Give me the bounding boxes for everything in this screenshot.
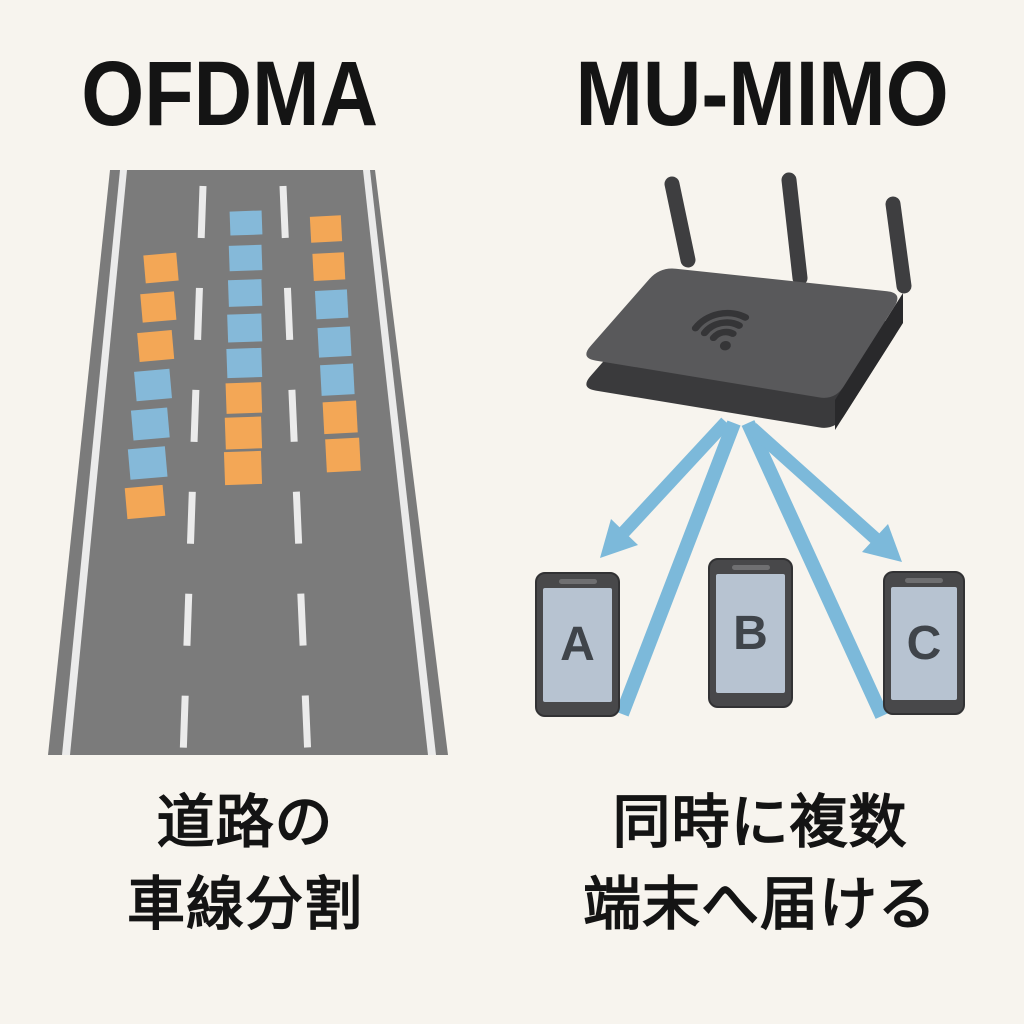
phone-label: A — [560, 618, 595, 671]
ofdma-title: OFDMA — [81, 43, 379, 145]
road-edge-line-right — [363, 170, 436, 755]
resource-square-blue — [134, 368, 172, 402]
resource-square-orange — [225, 382, 263, 414]
ofdma-caption: 道路の 車線分割 — [30, 782, 460, 947]
router-antennas — [664, 172, 912, 294]
router-side-face — [835, 293, 903, 430]
caption-line: 車線分割 — [126, 872, 363, 938]
resource-square-blue — [227, 313, 263, 343]
resource-square-orange — [325, 437, 361, 473]
phone-screen: B — [716, 574, 785, 693]
resource-square-orange — [312, 252, 346, 282]
signal-beams — [600, 417, 902, 719]
resource-square-blue — [320, 363, 355, 396]
beam-shaft-right-icon — [741, 420, 889, 719]
caption-line: 道路の — [156, 790, 334, 855]
phone-speaker — [558, 579, 597, 584]
resource-square-blue — [227, 279, 263, 307]
beam-arrowhead-a-icon — [600, 519, 638, 558]
wifi-icon — [691, 309, 750, 351]
caption-line: 端末へ届ける — [582, 872, 937, 938]
resource-square-orange — [224, 416, 263, 450]
beam-shaft-left-icon — [615, 420, 741, 717]
phone-speaker — [905, 578, 943, 583]
resource-square-blue — [228, 244, 263, 272]
resource-square-orange — [309, 215, 343, 243]
mu-mimo-title: MU-MIMO — [575, 43, 949, 145]
antenna-icon — [885, 196, 912, 294]
resource-square-blue — [317, 326, 352, 358]
phone-label: B — [733, 606, 768, 660]
resource-square-orange — [124, 484, 166, 520]
resource-square-orange — [137, 330, 175, 362]
antenna-icon — [664, 176, 696, 268]
phone-a: A — [535, 572, 620, 717]
caption-line: 同時に複数 — [612, 790, 908, 855]
beam-arrow-c-icon — [747, 423, 882, 545]
resource-square-blue — [314, 289, 349, 320]
resource-square-orange — [143, 252, 179, 284]
phone-b: B — [708, 558, 793, 708]
antenna-icon — [781, 172, 808, 286]
resource-square-blue — [130, 407, 170, 441]
beam-arrow-a-icon — [619, 417, 731, 537]
phone-c: C — [883, 571, 965, 715]
phone-speaker — [731, 565, 770, 570]
phone-label: C — [906, 616, 942, 670]
resource-square-blue — [226, 347, 263, 379]
phone-screen: A — [543, 588, 612, 702]
road-edge-line-left — [62, 170, 127, 755]
phone-screen: C — [891, 587, 957, 700]
resource-square-orange — [223, 450, 263, 486]
road-illustration — [48, 170, 448, 759]
resource-square-orange — [322, 400, 358, 435]
resource-square-blue — [229, 210, 263, 236]
resource-square-blue — [127, 446, 168, 480]
resource-square-orange — [140, 291, 177, 323]
router-illustration — [586, 172, 912, 719]
mu-mimo-caption: 同時に複数 端末へ届ける — [535, 782, 985, 947]
beam-arrowhead-c-icon — [862, 524, 902, 562]
resource-unit-squares — [124, 210, 361, 520]
